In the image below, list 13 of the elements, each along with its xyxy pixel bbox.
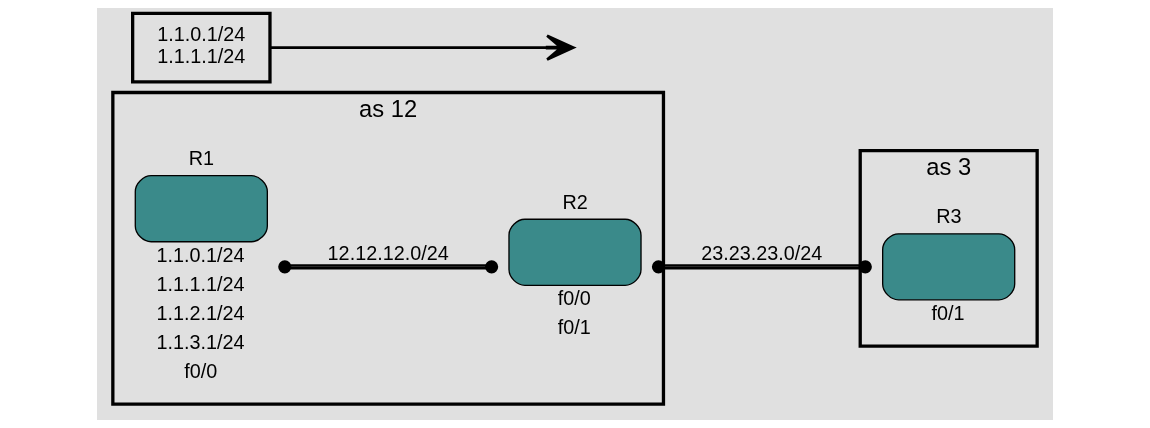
node-label: 1.1.3.1/24 [156, 330, 245, 353]
node-label: R1 [188, 147, 215, 170]
node-label: f0/1 [557, 316, 591, 339]
edge-label: 12.12.12.0/24 [327, 242, 449, 265]
node-label: 1.1.2.1/24 [156, 301, 245, 324]
node-label: f0/0 [557, 287, 591, 310]
node-label: f0/0 [184, 359, 218, 382]
node-label: 1.1.0.1/24 [156, 243, 245, 266]
node-label: 1.1.1.1/24 [156, 272, 245, 295]
node-label: f0/1 [931, 301, 965, 324]
node-label: R2 [562, 190, 588, 213]
edge-label: 23.23.23.0/24 [701, 242, 823, 265]
node-label: R3 [936, 205, 962, 228]
